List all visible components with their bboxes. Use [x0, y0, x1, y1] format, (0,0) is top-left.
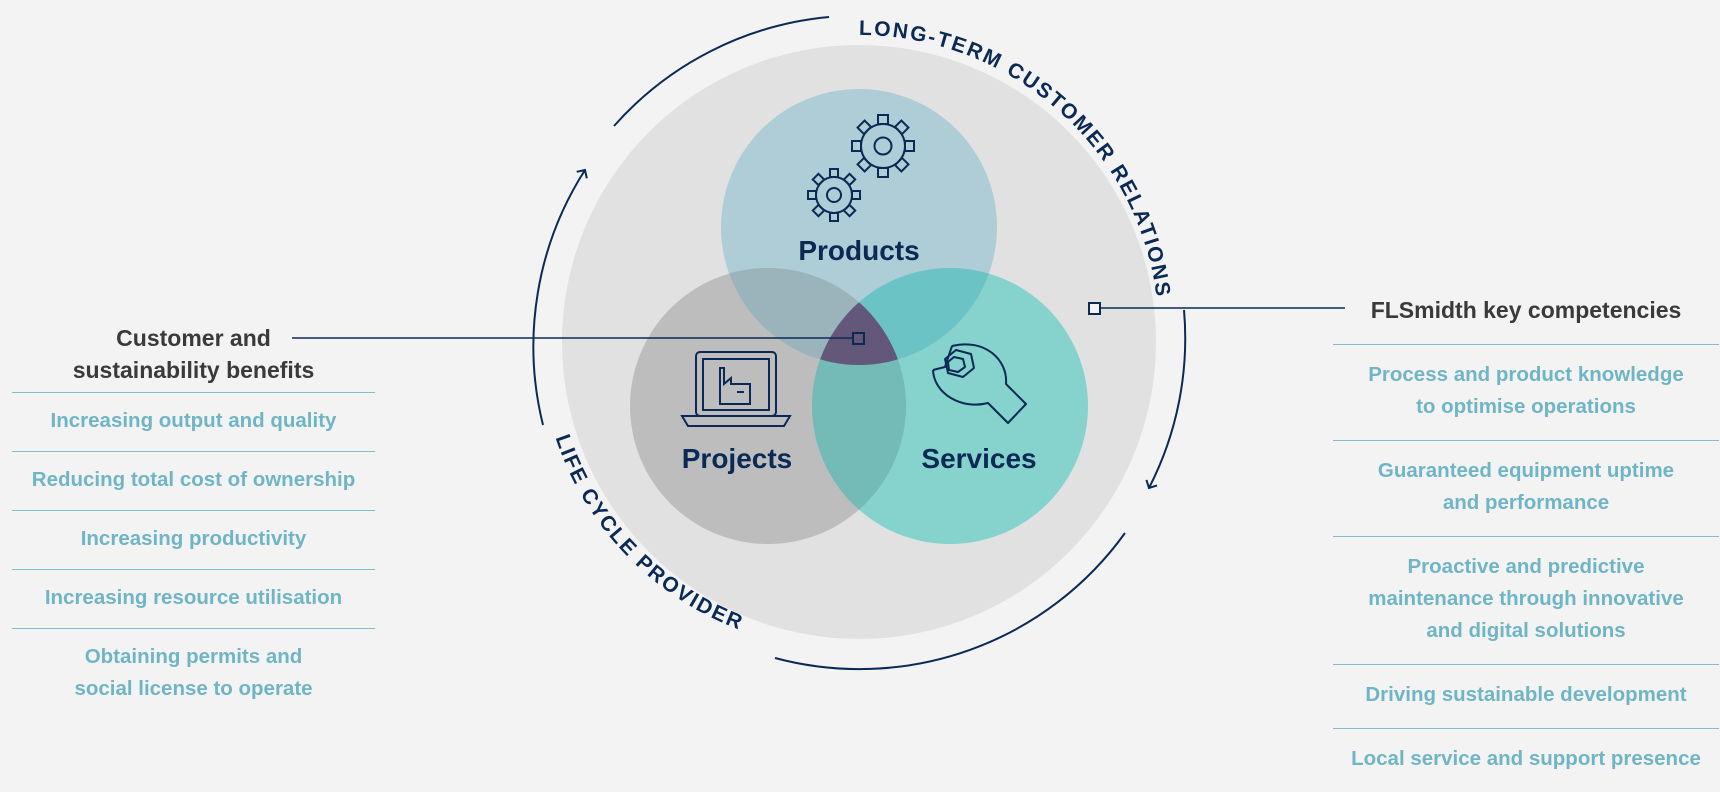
projects-label: Projects	[682, 443, 793, 474]
list-item: Driving sustainable development	[1333, 664, 1719, 728]
list-item: Proactive and predictive maintenance thr…	[1333, 536, 1719, 664]
list-item: Process and product knowledge to optimis…	[1333, 344, 1719, 440]
gears-icon	[807, 114, 915, 222]
list-item: Reducing total cost of ownership	[12, 451, 375, 510]
laptop-factory-icon	[680, 351, 792, 427]
competencies-panel: FLSmidth key competencies Process and pr…	[1333, 290, 1719, 792]
competencies-heading: FLSmidth key competencies	[1370, 297, 1682, 323]
right-arc-line	[1145, 309, 1187, 490]
center-overlap	[812, 268, 906, 365]
benefits-heading: Customer and sustainability benefits	[72, 325, 315, 383]
benefits-panel: Customer and sustainability benefits Inc…	[12, 322, 375, 719]
list-item: Obtaining permits and social license to …	[12, 628, 375, 719]
left-arc-line	[532, 168, 588, 426]
benefits-list: Increasing output and quality Reducing t…	[12, 392, 375, 719]
center-marker	[852, 332, 865, 345]
list-item: Increasing productivity	[12, 510, 375, 569]
list-item: Increasing resource utilisation	[12, 569, 375, 628]
wrench-icon	[932, 343, 1027, 424]
right-marker	[1088, 302, 1101, 315]
top-arc-line	[613, 16, 830, 127]
venn-diagram: LONG-TERM CUSTOMER RELATIONS LIFE CYCLE …	[292, 16, 1345, 671]
list-item: Guaranteed equipment uptime and performa…	[1333, 440, 1719, 536]
services-label: Services	[921, 443, 1036, 474]
competencies-list: Process and product knowledge to optimis…	[1333, 344, 1719, 792]
list-item: Local service and support presence	[1333, 728, 1719, 792]
products-label: Products	[798, 235, 919, 266]
bottom-arc-line	[774, 532, 1126, 671]
list-item: Increasing output and quality	[12, 392, 375, 451]
